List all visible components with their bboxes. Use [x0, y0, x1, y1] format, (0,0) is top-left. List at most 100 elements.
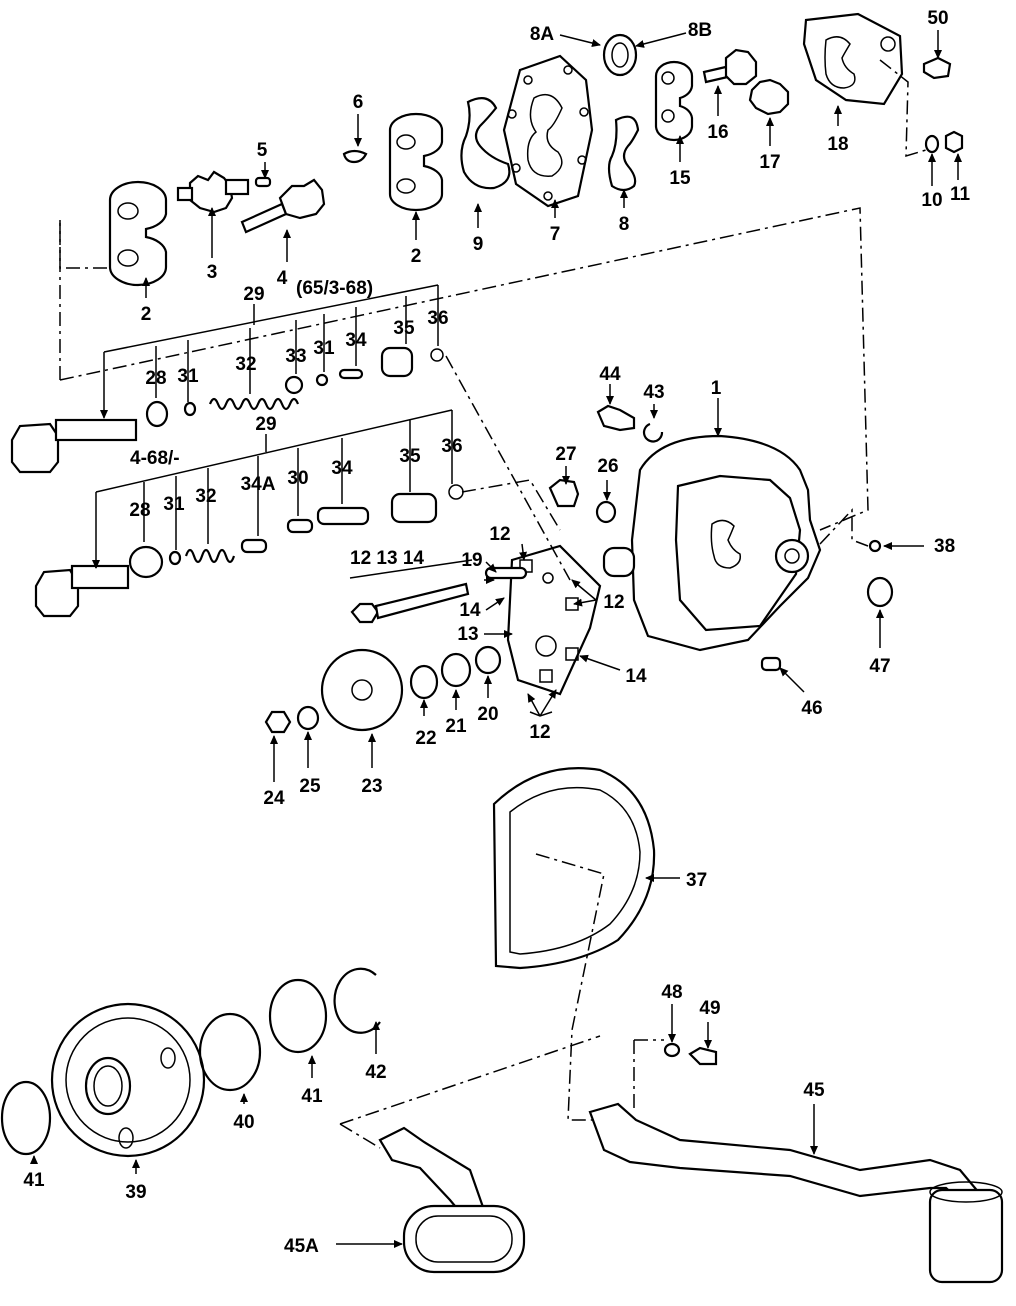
part-33-retainer [284, 375, 304, 395]
part-long-bolt [350, 582, 470, 624]
center-lines [59, 59, 927, 1149]
label-2-right: 2 [411, 246, 422, 267]
label-15: 15 [669, 168, 691, 189]
part-1-pump-housing [602, 434, 822, 652]
part-lower-plug-bolt [34, 564, 130, 618]
part-34a-pin [240, 538, 268, 554]
part-17-gear [748, 78, 790, 116]
part-42-snap-ring [333, 967, 381, 1034]
part-37-gasket [492, 767, 656, 970]
label-31-upper-a: 31 [177, 366, 199, 387]
part-44-bolt [596, 404, 636, 432]
label-36-lower: 36 [441, 436, 462, 457]
label-12-c: 12 [529, 722, 550, 743]
label-8a: 8A [530, 24, 555, 45]
label-23: 23 [361, 776, 382, 797]
label-4-68: 4-68/- [130, 448, 180, 469]
part-28-lower-washer [128, 545, 164, 579]
label-6: 6 [353, 92, 364, 113]
label-34-upper: 34 [345, 330, 367, 351]
part-28-upper-washer [145, 400, 169, 428]
label-43: 43 [643, 382, 664, 403]
part-3-idler-gear [176, 170, 250, 214]
label-46: 46 [801, 698, 822, 719]
part-43-lockwasher [642, 422, 664, 443]
label-31-lower: 31 [163, 494, 185, 515]
label-16: 16 [707, 122, 728, 143]
part-labels: 1 2 2 3 4 (65/3-68) 5 6 7 8 8A 8B 9 10 1… [23, 8, 970, 1257]
label-26: 26 [597, 456, 618, 477]
label-1: 1 [711, 378, 722, 399]
part-18-pump-body [802, 12, 904, 106]
label-41-left: 41 [23, 1170, 45, 1191]
part-50-fitting [922, 56, 952, 80]
part-22-snap-ring [409, 664, 439, 700]
label-4-note: (65/3-68) [296, 278, 373, 299]
label-28-upper: 28 [145, 368, 166, 389]
part-35-upper-plunger [380, 346, 414, 378]
part-45-pickup-tube [588, 1102, 1004, 1284]
label-10: 10 [921, 190, 942, 211]
part-19-dowel [484, 566, 528, 580]
part-45a-strainer [378, 1126, 526, 1274]
part-30-pin [286, 518, 314, 534]
label-33: 33 [285, 346, 306, 367]
label-40: 40 [233, 1112, 254, 1133]
label-44: 44 [599, 364, 621, 385]
label-47: 47 [869, 656, 890, 677]
part-23-drive-gear [320, 648, 404, 732]
label-30: 30 [287, 468, 308, 489]
label-12-13-14: 12 13 14 [350, 548, 424, 569]
part-39-large-gear [50, 1002, 206, 1158]
part-8a-8b-seal-ring [602, 33, 638, 77]
part-9-gasket [460, 97, 511, 190]
part-2-right-gear-housing [388, 112, 444, 212]
part-4-drive-gear-shaft [240, 178, 326, 234]
part-38-plug [868, 539, 882, 553]
part-41-left-ring [0, 1080, 52, 1156]
label-14-a: 14 [459, 600, 481, 621]
label-8b: 8B [688, 20, 712, 41]
part-upper-plug-bolt [10, 418, 138, 474]
label-11: 11 [950, 184, 971, 205]
part-25-washer [296, 705, 320, 731]
label-45a: 45A [284, 1236, 319, 1257]
label-34-lower: 34 [331, 458, 353, 479]
label-29-upper: 29 [243, 284, 264, 305]
label-45: 45 [803, 1080, 825, 1101]
label-19: 19 [461, 550, 482, 571]
part-11-nut [944, 130, 964, 154]
part-36-lower-o-ring [448, 484, 464, 500]
part-6-woodruff-key [342, 149, 368, 164]
label-18: 18 [827, 134, 848, 155]
part-32-upper-spring [208, 397, 300, 411]
part-16-gear-shaft [702, 48, 758, 86]
label-34a: 34A [241, 474, 276, 495]
label-7: 7 [550, 224, 561, 245]
label-35-upper: 35 [393, 318, 415, 339]
part-27-bolt [548, 478, 580, 508]
part-36-upper-o-ring [430, 348, 444, 362]
label-37: 37 [686, 870, 707, 891]
label-31-upper-b: 31 [313, 338, 335, 359]
part-41-middle-ring [268, 978, 328, 1054]
label-20: 20 [477, 704, 498, 725]
label-36-upper: 36 [427, 308, 448, 329]
label-32-lower: 32 [195, 486, 216, 507]
label-9: 9 [473, 234, 484, 255]
label-41-middle: 41 [301, 1086, 323, 1107]
label-14-b: 14 [625, 666, 647, 687]
label-32-upper: 32 [235, 354, 256, 375]
label-12-b: 12 [603, 592, 624, 613]
part-31-lower-washer [168, 550, 182, 566]
label-38: 38 [934, 536, 955, 557]
part-5-key [254, 176, 272, 188]
part-31-upper-washer-b [315, 373, 329, 387]
part-34-lower-pin [316, 506, 370, 526]
part-7-cover-plate [502, 54, 594, 208]
leader-lines [30, 30, 962, 1248]
label-24: 24 [263, 788, 285, 809]
part-10-washer [924, 134, 940, 154]
label-21: 21 [445, 716, 467, 737]
